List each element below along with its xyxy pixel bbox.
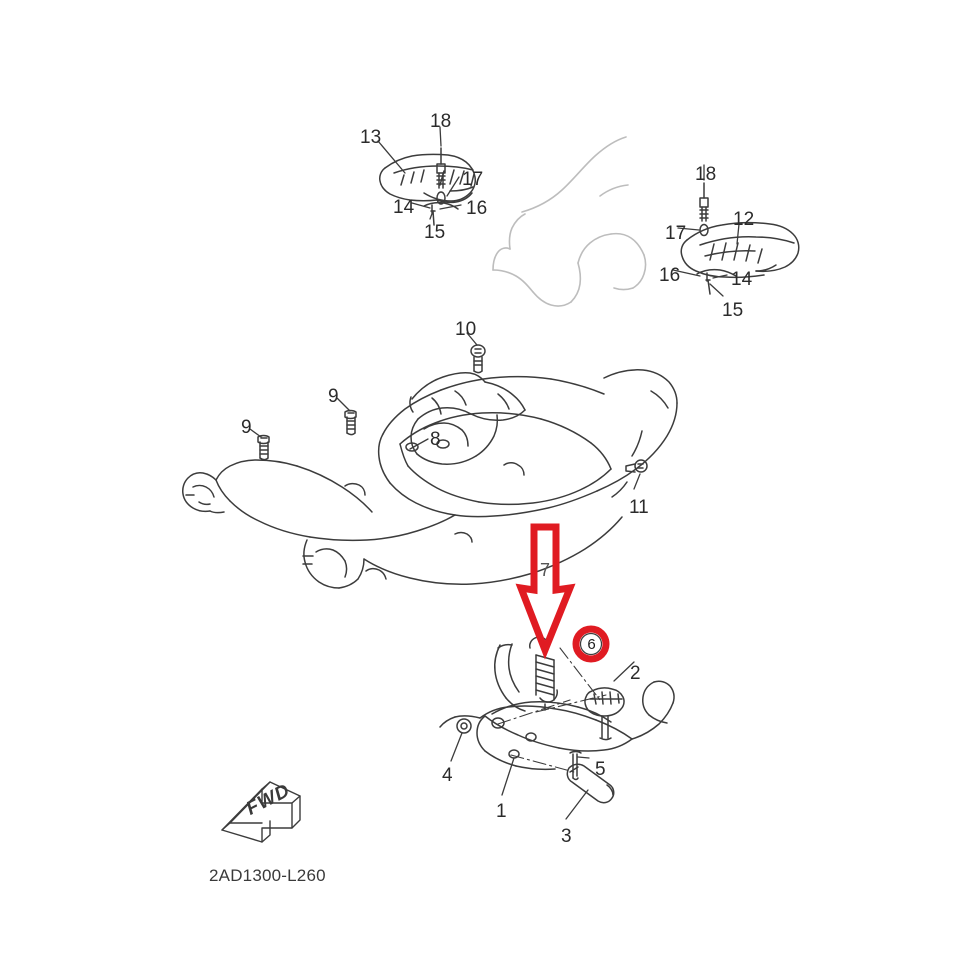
highlighted-callout-number: 6 [587, 636, 596, 653]
callout-label-8: 8 [430, 429, 441, 450]
callout-label-4: 4 [442, 765, 453, 786]
callout-label-16-right: 16 [659, 265, 681, 286]
stand-assembly [439, 643, 675, 804]
callout-label-16-left: 16 [466, 198, 488, 219]
assembly-axis-lines [497, 647, 607, 773]
red-highlight-arrow [515, 523, 576, 660]
washer-17-left [436, 191, 446, 205]
part-number-label: 2AD1300-L260 [209, 866, 326, 885]
callout-label-1: 1 [496, 801, 507, 822]
callout-label-7: 7 [540, 560, 551, 580]
fwd-arrow-symbol [221, 781, 301, 843]
badge-disc-ring [579, 632, 603, 656]
callout-label-14-left: 14 [393, 197, 415, 218]
callout-label-13: 13 [360, 127, 382, 148]
bolt-18-right [699, 182, 709, 222]
screw-9-left [257, 434, 270, 461]
callout-label-18-right: 18 [695, 164, 717, 185]
callout-label-17-right: 17 [665, 223, 687, 244]
callout-label-14-right: 14 [731, 269, 753, 290]
pin-15-right [705, 279, 711, 295]
red-highlight-circle [572, 625, 610, 663]
footrest-left-part [379, 153, 476, 204]
callout-label-15-left: 15 [424, 222, 446, 243]
footrest-right-part [680, 221, 800, 279]
screw-9-right [344, 409, 357, 436]
callout-label-9-left: 9 [241, 417, 252, 438]
callout-label-12: 12 [733, 209, 755, 230]
leader-lines [249, 126, 740, 820]
callout-label-15-right: 15 [722, 300, 744, 321]
callout-label-18-left: 18 [430, 111, 452, 132]
frame-footboard-part [182, 369, 678, 589]
callout-label-11: 11 [629, 497, 649, 518]
washer-17-right [699, 223, 709, 237]
screw-10 [470, 344, 486, 374]
callout-label-9-right: 9 [328, 386, 339, 407]
footboard-cover-part [405, 372, 526, 465]
highlighted-callout-badge-6: 6 [578, 631, 605, 658]
bolt-11 [625, 459, 648, 473]
callout-label-2: 2 [630, 663, 641, 684]
callout-label-5: 5 [595, 759, 606, 780]
badge-disc-fill [580, 633, 602, 655]
bolt-18-left [436, 147, 446, 189]
callout-label-3: 3 [561, 826, 572, 847]
ghost-body-outline [492, 136, 647, 307]
callout-label-17-left: 17 [462, 169, 484, 190]
callout-label-10: 10 [455, 319, 477, 340]
